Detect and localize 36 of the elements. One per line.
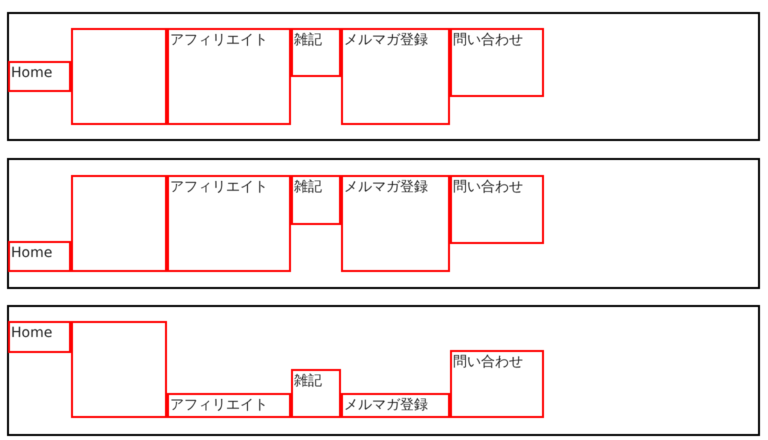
- item-label: Home: [11, 245, 52, 261]
- item-label: メルマガ登録: [344, 32, 428, 48]
- item-label: Home: [11, 65, 52, 81]
- item-box: [341, 393, 450, 418]
- item-label: Home: [11, 325, 52, 341]
- item-box: [291, 369, 341, 418]
- item-label: アフィリエイト: [170, 32, 268, 48]
- item-box: [71, 321, 167, 418]
- container-box: [7, 12, 760, 141]
- item-label: 雑記: [294, 373, 322, 389]
- item-box: [71, 175, 167, 272]
- item-box: [8, 321, 71, 353]
- item-box: [291, 28, 341, 77]
- item-box: [167, 28, 291, 125]
- container-box: [7, 158, 760, 289]
- item-label: 雑記: [294, 32, 322, 48]
- item-box: [167, 175, 291, 272]
- item-box: [450, 175, 544, 244]
- item-label: 雑記: [294, 179, 322, 195]
- item-label: 問い合わせ: [453, 179, 523, 195]
- item-label: 問い合わせ: [453, 354, 523, 370]
- item-label: メルマガ登録: [344, 397, 428, 413]
- item-box: [8, 241, 71, 272]
- item-label: アフィリエイト: [170, 179, 268, 195]
- item-box: [8, 61, 71, 92]
- item-box: [341, 28, 450, 125]
- item-box: [450, 28, 544, 97]
- item-box: [71, 28, 167, 125]
- item-box: [291, 175, 341, 225]
- item-box: [341, 175, 450, 272]
- container-box: [7, 305, 760, 436]
- item-label: メルマガ登録: [344, 179, 428, 195]
- item-label: アフィリエイト: [170, 397, 268, 413]
- item-box: [167, 393, 291, 418]
- item-label: 問い合わせ: [453, 32, 523, 48]
- item-box: [450, 350, 544, 418]
